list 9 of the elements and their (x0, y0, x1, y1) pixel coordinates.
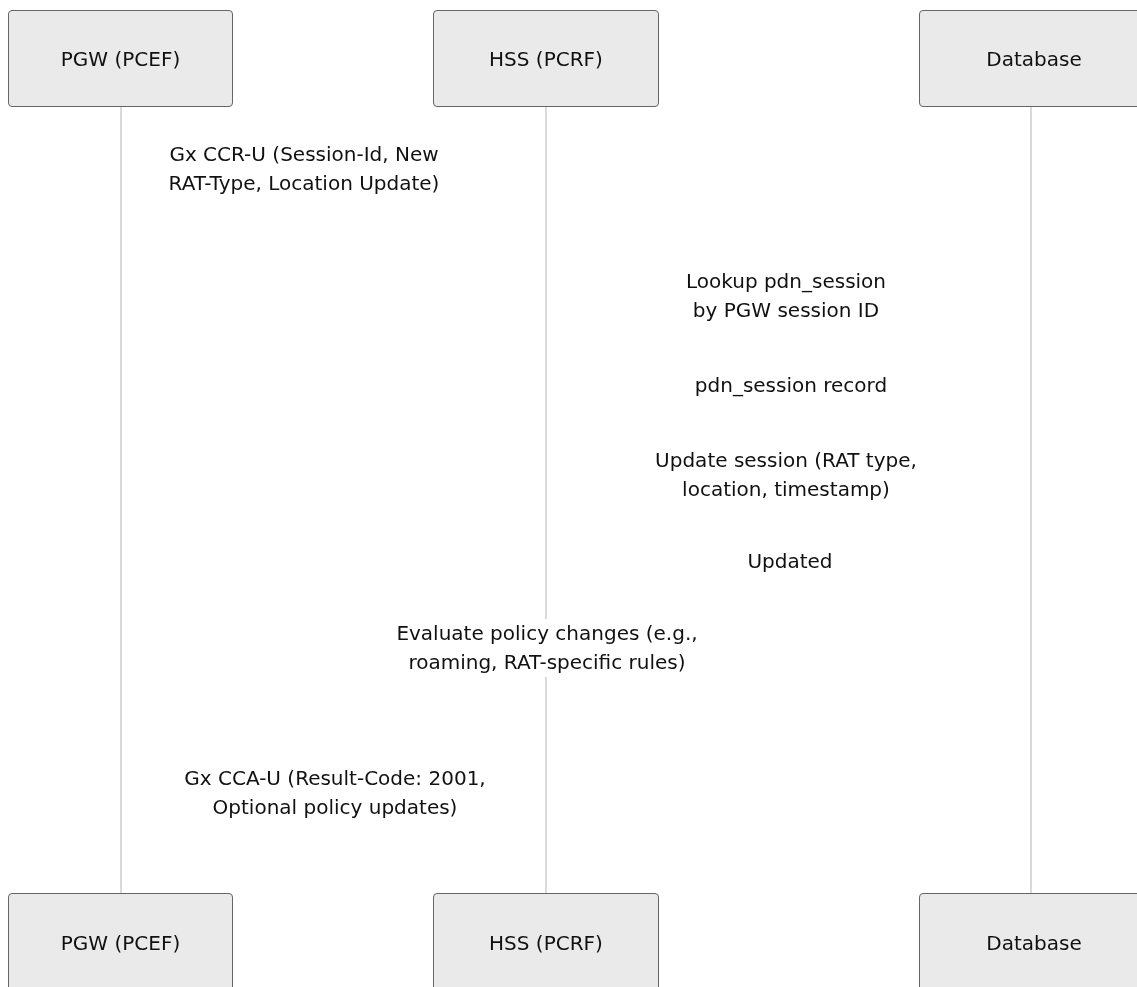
participant-box: HSS (PCRF) (433, 10, 659, 107)
lifeline (1030, 106, 1032, 894)
participant-box: PGW (PCEF) (8, 10, 233, 107)
participant-box: Database (919, 893, 1137, 987)
lifeline (120, 106, 122, 894)
participant-box: PGW (PCEF) (8, 893, 233, 987)
participant-box: Database (919, 10, 1137, 107)
lifeline (545, 106, 547, 894)
participant-box: HSS (PCRF) (433, 893, 659, 987)
